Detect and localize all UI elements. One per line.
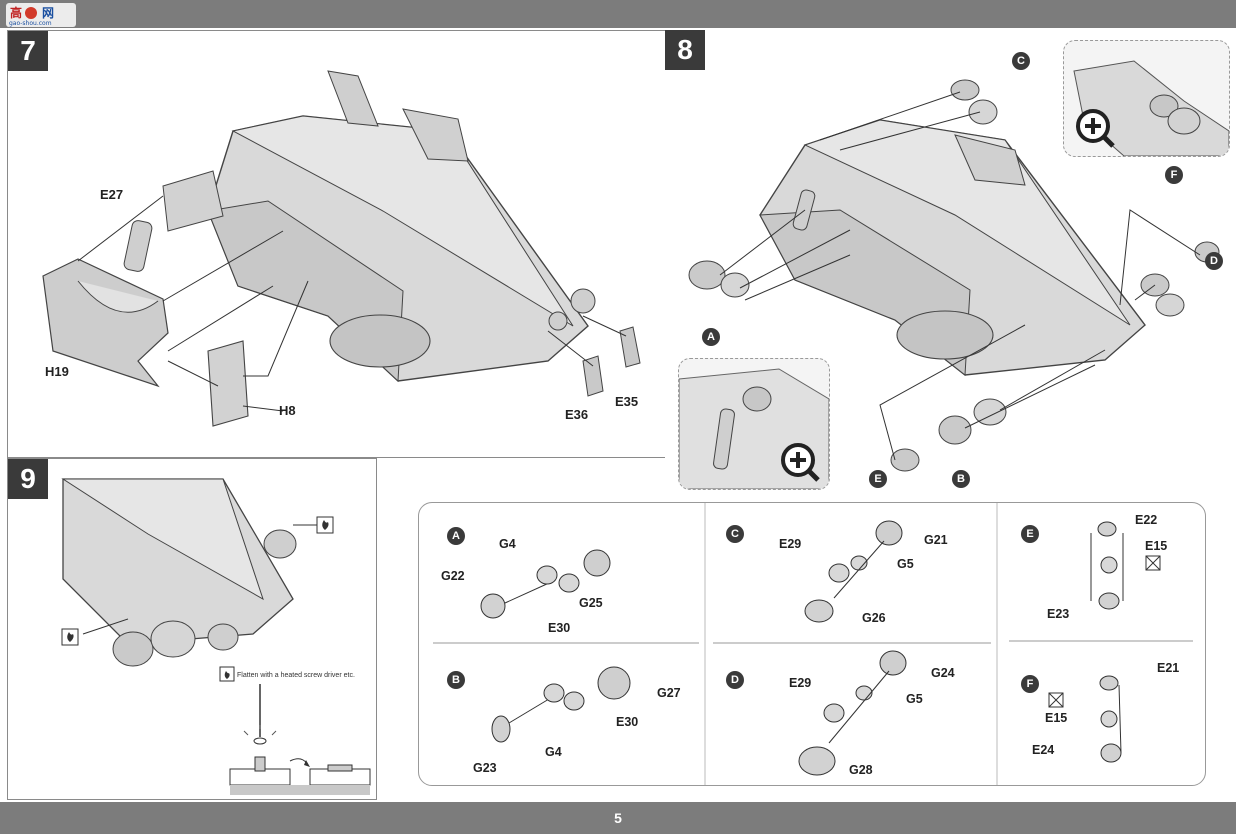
label-e21: E21 xyxy=(1157,661,1180,675)
marker-e: E xyxy=(869,470,887,488)
label-e30: E30 xyxy=(616,715,639,729)
label-e29: E29 xyxy=(789,676,812,690)
label-g25: G25 xyxy=(579,596,603,610)
sub-marker-c: C xyxy=(726,525,744,543)
zoom-icon xyxy=(1076,109,1115,148)
bottom-band xyxy=(0,802,1236,834)
marker-c: C xyxy=(1012,52,1030,70)
step-8-panel: 8 A B xyxy=(665,30,1231,500)
label-g21: G21 xyxy=(924,533,948,547)
part-label-e35: E35 xyxy=(615,394,639,409)
step-8-number: 8 xyxy=(665,30,705,70)
label-e24: E24 xyxy=(1032,743,1055,757)
step-9-detail-drawing xyxy=(61,478,371,795)
label-g28: G28 xyxy=(849,763,873,777)
watermark-logo: 高 网 gao-shou.com xyxy=(6,3,76,27)
svg-text:网: 网 xyxy=(42,6,54,20)
step-7-panel: 7 E27 H19 xyxy=(7,30,666,458)
top-band xyxy=(0,0,1236,28)
svg-text:高: 高 xyxy=(10,5,22,20)
label-g26: G26 xyxy=(862,611,886,625)
step-7-hull-drawing xyxy=(42,70,641,427)
part-label-e36: E36 xyxy=(565,407,589,422)
label-g4: G4 xyxy=(545,745,562,759)
label-e29: E29 xyxy=(779,537,802,551)
label-g5: G5 xyxy=(906,692,923,706)
marker-f: F xyxy=(1165,166,1183,184)
label-g27: G27 xyxy=(657,686,681,700)
label-g24: G24 xyxy=(931,666,955,680)
part-label-h8: H8 xyxy=(279,403,296,418)
sub-marker-d: D xyxy=(726,671,744,689)
step-9-panel: 9 Flatten with a heated screw driver etc… xyxy=(7,458,377,800)
page-number: 5 xyxy=(614,810,622,826)
svg-text:gao-shou.com: gao-shou.com xyxy=(9,20,52,27)
marker-b: B xyxy=(952,470,970,488)
zoom-icon xyxy=(781,443,820,482)
label-e30: E30 xyxy=(548,621,571,635)
part-label-e27: E27 xyxy=(100,187,124,202)
label-g5: G5 xyxy=(897,557,914,571)
step-8-hull-drawing xyxy=(688,79,1220,472)
marker-a: A xyxy=(702,328,720,346)
label-e15: E15 xyxy=(1045,711,1068,725)
label-e15: E15 xyxy=(1145,539,1168,553)
subassembly-panel: A G4 G22 G25 E30 B G27 E30 G4 G23 C E29 … xyxy=(418,502,1206,786)
sub-marker-e: E xyxy=(1021,525,1039,543)
flatten-note: Flatten with a heated screw driver etc. xyxy=(237,672,355,679)
sub-marker-a: A xyxy=(447,527,465,545)
part-label-h19: H19 xyxy=(45,364,69,379)
label-g23: G23 xyxy=(473,761,497,775)
label-g4: G4 xyxy=(499,537,516,551)
sub-marker-b: B xyxy=(447,671,465,689)
label-g22: G22 xyxy=(441,569,465,583)
step-7-number: 7 xyxy=(8,31,48,71)
label-e23: E23 xyxy=(1047,607,1070,621)
label-e22: E22 xyxy=(1135,513,1158,527)
step-9-number: 9 xyxy=(8,459,48,499)
subassembly-dividers xyxy=(433,503,1193,785)
marker-d: D xyxy=(1205,252,1223,270)
sub-marker-f: F xyxy=(1021,675,1039,693)
